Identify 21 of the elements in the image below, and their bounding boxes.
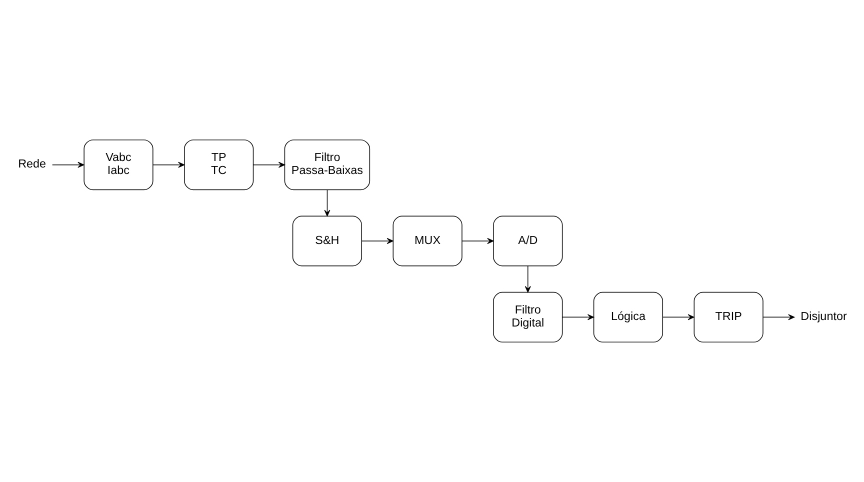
node-box: TP TC: [184, 140, 254, 190]
arrow: [562, 314, 594, 320]
node-box: TRIP: [693, 292, 763, 342]
arrow: [524, 266, 530, 293]
node-box: Lógica: [592, 292, 663, 342]
node-box: Filtro Passa-Baixas: [284, 140, 370, 190]
arrow: [152, 162, 184, 168]
arrow: [461, 238, 494, 244]
node-box: S&H: [292, 216, 362, 266]
arrow: [51, 162, 84, 168]
arrow: [662, 314, 694, 320]
arrow: [360, 238, 393, 244]
arrow: [324, 189, 330, 216]
arrow: [762, 314, 794, 320]
node-box: A/D: [492, 216, 562, 266]
node-box: Filtro Digital: [492, 292, 562, 342]
arrow: [252, 162, 284, 168]
node-text: Disjuntor: [800, 310, 846, 323]
node-box: Vabc Iabc: [83, 140, 153, 190]
node-box: MUX: [392, 216, 462, 266]
node-text: Rede: [18, 158, 46, 171]
